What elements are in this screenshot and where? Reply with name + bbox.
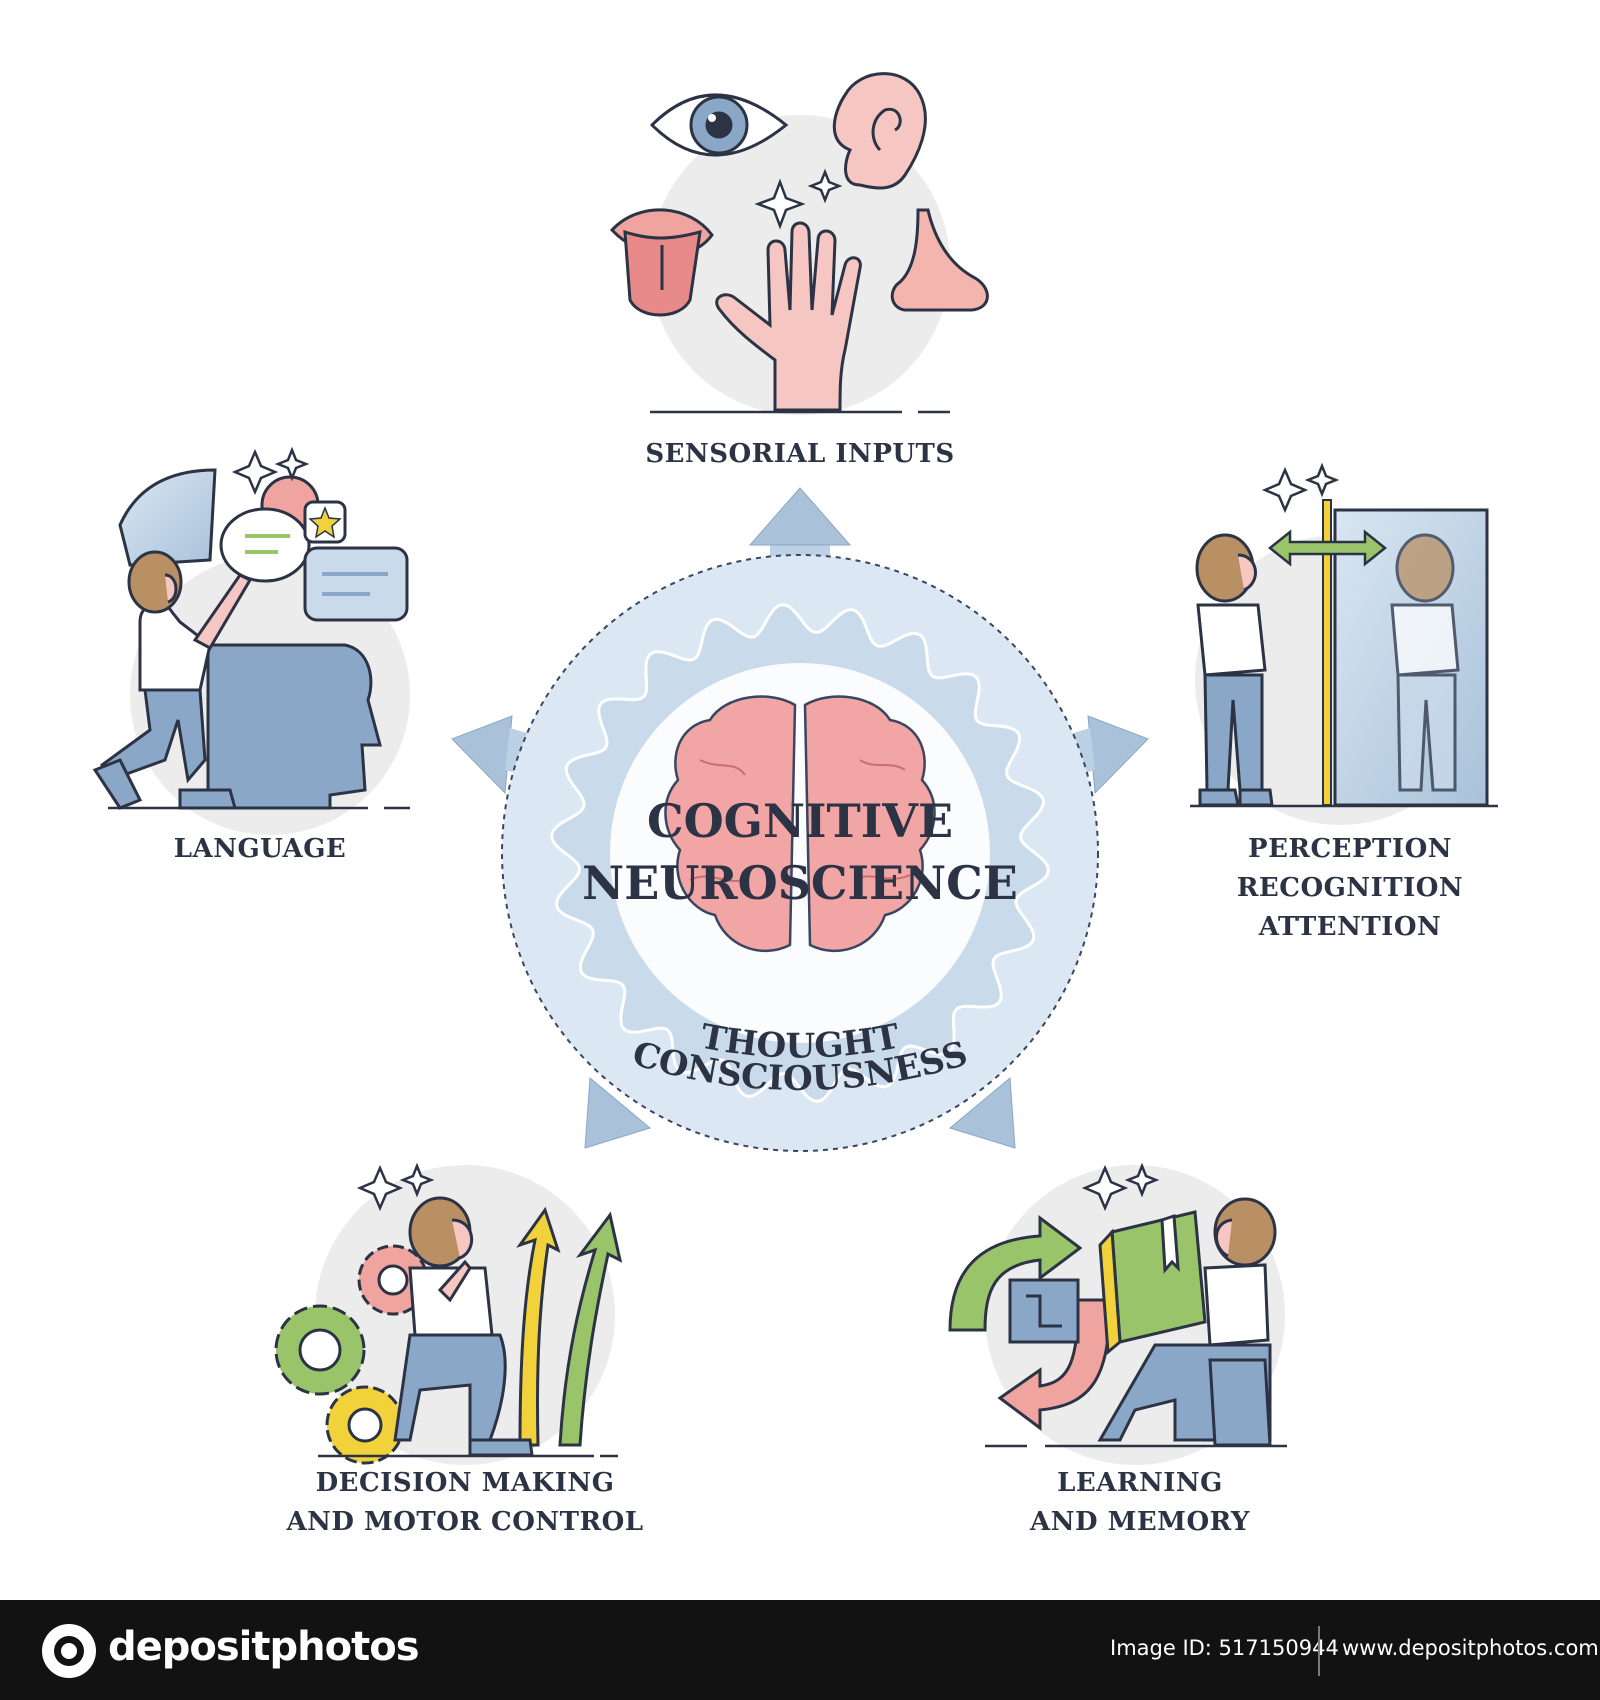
double-arrow-icon [1267, 529, 1388, 567]
center-title: COGNITIVE NEUROSCIENCE [560, 790, 1040, 914]
decision-illustration [274, 1162, 623, 1465]
brain-icon [664, 695, 936, 953]
label-perception: PERCEPTION RECOGNITION ATTENTION [1236, 834, 1464, 942]
chat-bubble-icon [219, 475, 409, 622]
label-language: LANGUAGE [173, 834, 347, 864]
center-title-line-1: COGNITIVE [646, 794, 954, 848]
footer-divider [1318, 1626, 1320, 1676]
woman-figure [92, 550, 253, 810]
ear-icon [832, 72, 927, 190]
mouth-icon [609, 208, 714, 317]
book-icon [1098, 1210, 1207, 1356]
label-sensorial-inputs: SENSORIAL INPUTS [645, 439, 955, 469]
head-silhouette-icon [206, 643, 382, 810]
footer-bar: depositphotos Image ID: 517150944 www.de… [0, 1600, 1600, 1700]
perception-illustration [1190, 462, 1498, 825]
language-illustration [92, 446, 410, 835]
learning-illustration [948, 1162, 1287, 1465]
eye-icon [649, 93, 789, 157]
footer-url: www.depositphotos.com [1342, 1636, 1599, 1660]
sparkle-icon [1261, 462, 1340, 514]
sparkle-icon [754, 168, 843, 230]
cycle-arrows-icon [948, 1215, 1112, 1431]
sensorial-illustration [609, 72, 989, 415]
sparkle-icon [231, 446, 310, 496]
label-learning: LEARNING AND MEMORY [1030, 1468, 1250, 1537]
reflection-figure [1390, 533, 1460, 792]
sparkle-icon [1081, 1162, 1160, 1212]
camera-logo-icon [42, 1624, 96, 1678]
arrow-to-learning [948, 1076, 1016, 1149]
sparkle-icon [356, 1162, 435, 1212]
central-hub [451, 487, 1149, 1152]
label-decision: DECISION MAKING AND MOTOR CONTROL [286, 1468, 644, 1537]
gear-icon [274, 1244, 429, 1465]
woman-figure [393, 1196, 534, 1457]
arrow-to-decision [584, 1076, 652, 1149]
growth-arrows-icon [516, 1206, 623, 1447]
puzzle-block-icon [1008, 1278, 1080, 1344]
woman-figure [1195, 533, 1274, 807]
footer-brand: depositphotos [108, 1624, 420, 1670]
footer-image-id: Image ID: 517150944 [1110, 1636, 1339, 1660]
nose-icon [890, 208, 989, 312]
center-title-line-2: NEUROSCIENCE [582, 856, 1018, 910]
hand-icon [715, 221, 862, 412]
